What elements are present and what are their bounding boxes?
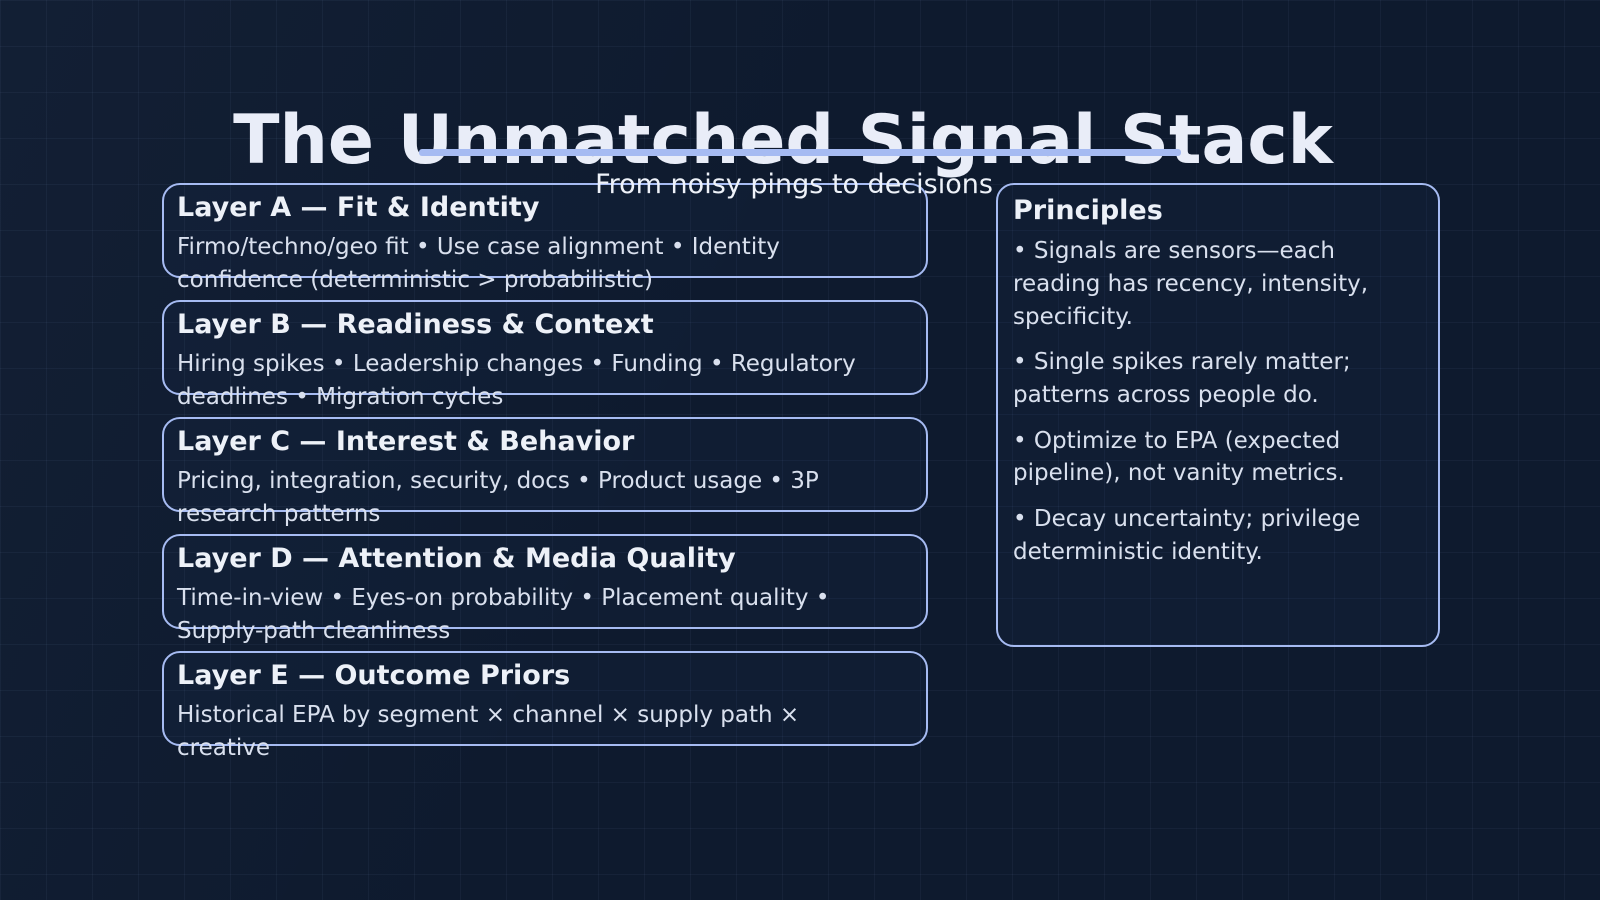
title-underline-accent <box>419 149 1181 156</box>
layer-e-heading: Layer E — Outcome Priors <box>177 660 571 691</box>
layer-a-body: Firmo/techno/geo fit • Use case alignmen… <box>177 233 780 293</box>
principle-bullet-1: • Signals are sensors—each reading has r… <box>1013 238 1369 330</box>
principle-bullet-3: • Optimize to EPA (expected pipeline), n… <box>1013 427 1345 487</box>
principles-heading: Principles <box>1013 195 1163 226</box>
layer-card-c: Layer C — Interest & Behavior Pricing, i… <box>162 417 928 527</box>
layer-d-heading: Layer D — Attention & Media Quality <box>177 543 736 574</box>
layer-card-b: Layer B — Readiness & Context Hiring spi… <box>162 300 928 410</box>
layer-d-body: Time-in-view • Eyes-on probability • Pla… <box>177 584 830 644</box>
layer-stack: Layer A — Fit & Identity Firmo/techno/ge… <box>162 183 928 768</box>
layer-c-heading: Layer C — Interest & Behavior <box>177 426 635 457</box>
layer-a-heading: Layer A — Fit & Identity <box>177 192 540 223</box>
layer-card-e: Layer E — Outcome Priors Historical EPA … <box>162 651 928 761</box>
page-subtitle: From noisy pings to decisions <box>595 169 993 200</box>
principle-bullet-2: • Single spikes rarely matter; patterns … <box>1013 349 1351 409</box>
principle-bullet-4: • Decay uncertainty; privilege determini… <box>1013 506 1361 565</box>
layer-e-body: Historical EPA by segment × channel × su… <box>177 701 800 761</box>
layer-c-body: Pricing, integration, security, docs • P… <box>177 467 819 527</box>
principles-card: Principles • Signals are sensors—each re… <box>996 183 1440 647</box>
layer-card-a: Layer A — Fit & Identity Firmo/techno/ge… <box>162 183 928 293</box>
layer-card-d: Layer D — Attention & Media Quality Time… <box>162 534 928 644</box>
page-title: The Unmatched Signal Stack <box>233 100 1333 180</box>
layer-b-body: Hiring spikes • Leadership changes • Fun… <box>177 350 856 410</box>
layer-b-heading: Layer B — Readiness & Context <box>177 309 654 340</box>
